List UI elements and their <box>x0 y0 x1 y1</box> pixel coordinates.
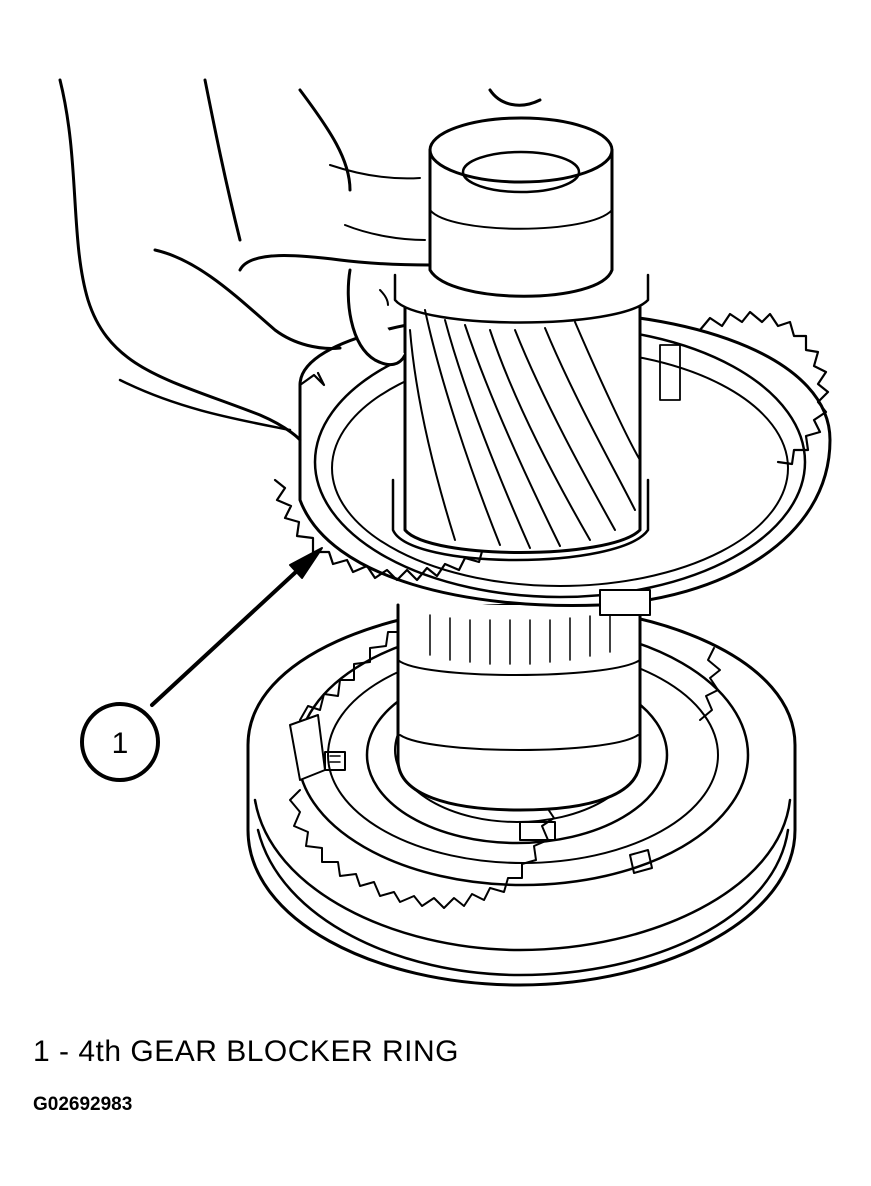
hand <box>58 78 542 442</box>
gear-assembly-illustration: 1 <box>58 78 832 987</box>
callout-leader <box>150 547 323 707</box>
callout-number-1: 1 <box>112 727 129 760</box>
hub-teeth <box>289 619 721 909</box>
helical-gear <box>391 273 650 562</box>
shaft-lower <box>396 603 642 812</box>
figure-id: G02692983 <box>33 1094 133 1115</box>
shaft-top <box>428 116 614 298</box>
callout-circle <box>80 702 160 782</box>
figure-caption: 1 - 4th GEAR BLOCKER RING <box>33 1035 459 1068</box>
